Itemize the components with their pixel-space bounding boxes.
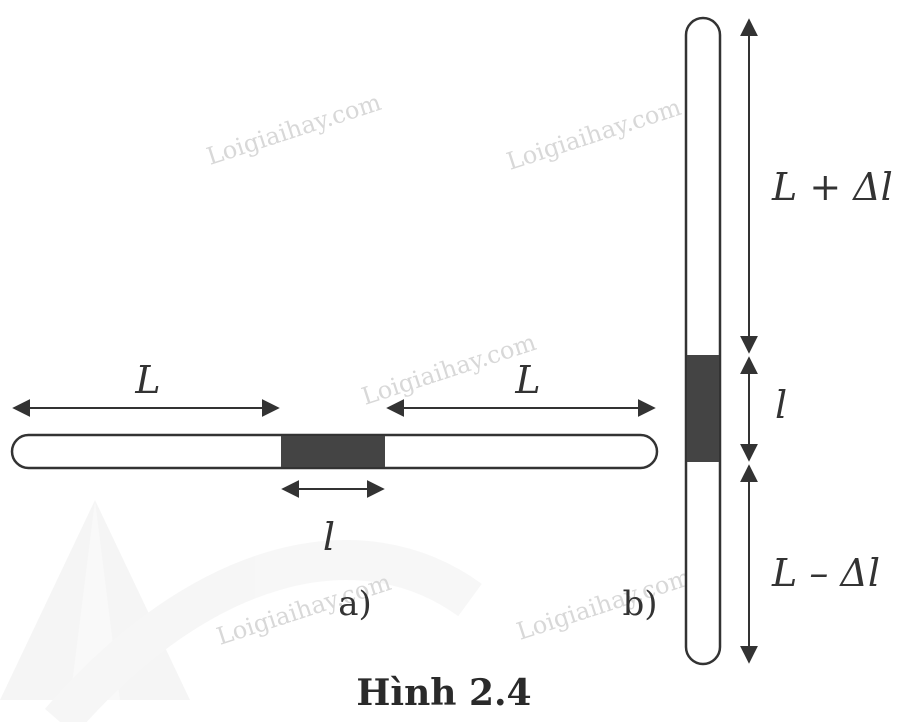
label-L-left: L [134, 358, 160, 402]
mercury-column-vertical [687, 355, 719, 462]
label-l-vertical: l [775, 383, 787, 427]
label-a: a) [338, 584, 372, 624]
watermark-text: Loigiaihay.com [358, 328, 539, 411]
horizontal-tube [10, 433, 659, 470]
watermark-text: Loigiaihay.com [203, 88, 384, 171]
mercury-column-horizontal [281, 436, 385, 467]
watermark-logo [0, 500, 482, 722]
vertical-tube [684, 16, 722, 666]
label-b: b) [622, 584, 657, 624]
figure-caption: Hình 2.4 [356, 672, 531, 714]
watermark-text: Loigiaihay.com [513, 563, 694, 646]
watermark-text: Loigiaihay.com [503, 93, 684, 176]
label-L-minus-delta-l: L – Δl [771, 551, 880, 595]
label-l-horizontal: l [323, 515, 335, 559]
label-L-right: L [514, 358, 540, 402]
label-L-plus-delta-l: L + Δl [771, 165, 893, 209]
